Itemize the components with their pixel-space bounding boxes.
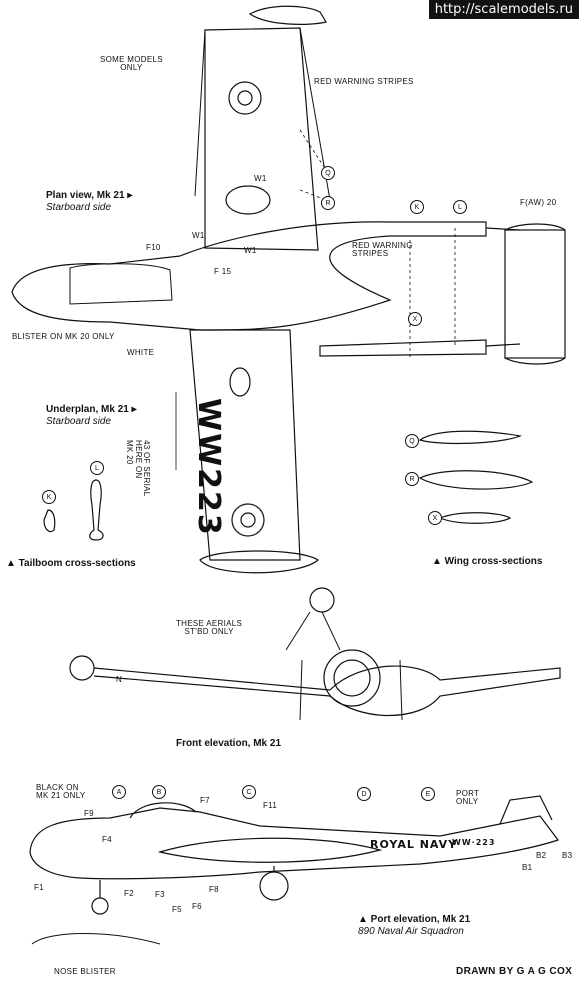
heading-front-elevation: Front elevation, Mk 21 bbox=[176, 738, 282, 749]
heading-tailboom-sections: ▲ Tailboom cross-sections bbox=[6, 558, 136, 569]
callout-l: L bbox=[453, 200, 467, 214]
tailplane bbox=[504, 229, 566, 359]
watermark: http://scalemodels.ru bbox=[428, 0, 579, 19]
label-f6: F6 bbox=[192, 902, 202, 911]
label-w1c: W1 bbox=[244, 246, 257, 255]
heading-plan-sub: Starboard side bbox=[46, 201, 112, 213]
wing-lower bbox=[189, 329, 301, 561]
callout-x: X bbox=[408, 312, 422, 326]
fuselage-plan bbox=[11, 221, 487, 331]
callout-d: D bbox=[357, 787, 371, 801]
port-tail-fin bbox=[499, 795, 553, 825]
callout-r-section: R bbox=[405, 472, 419, 486]
front-wing bbox=[93, 665, 561, 717]
side-serial-marking: WW·223 bbox=[452, 838, 496, 847]
callout-c: C bbox=[242, 785, 256, 799]
label-f11: F11 bbox=[263, 801, 278, 810]
front-intake bbox=[323, 649, 381, 707]
port-canopy bbox=[129, 802, 197, 819]
label-f1: F1 bbox=[34, 883, 44, 892]
heading-underplan-title: Underplan, Mk 21 ▸ bbox=[46, 404, 137, 415]
label-f10: F10 bbox=[146, 243, 161, 252]
wing-panel bbox=[225, 185, 271, 215]
label-serial-note: 43 OF SERIAL HERE ON MK 20 bbox=[125, 440, 151, 497]
callout-k-section: K bbox=[42, 490, 56, 504]
heading-port-title: ▲ Port elevation, Mk 21 bbox=[358, 914, 471, 925]
label-white: WHITE bbox=[127, 348, 155, 357]
heading-plan-view: Plan view, Mk 21 ▸ Starboard side bbox=[46, 190, 132, 213]
wing-section-q bbox=[418, 430, 523, 445]
heading-port-sub: 890 Naval Air Squadron bbox=[358, 925, 464, 937]
label-nose-blister: NOSE BLISTER bbox=[54, 967, 116, 976]
royal-navy-marking: ROYAL NAVY bbox=[370, 838, 458, 851]
callout-q-section: Q bbox=[405, 434, 419, 448]
label-f15: F 15 bbox=[214, 267, 232, 276]
wing-section-r bbox=[418, 470, 534, 490]
wingtip-tank-upper bbox=[248, 5, 327, 25]
callout-b: B bbox=[152, 785, 166, 799]
label-f4: F4 bbox=[102, 835, 112, 844]
label-f3: F3 bbox=[155, 890, 165, 899]
label-faw20: F(AW) 20 bbox=[520, 198, 557, 207]
label-f8: F8 bbox=[209, 885, 219, 894]
callout-q: Q bbox=[321, 166, 335, 180]
label-b3: B3 bbox=[562, 851, 573, 860]
label-port-only: PORT ONLY bbox=[456, 789, 480, 807]
port-wing bbox=[157, 837, 383, 863]
label-these-aerials: THESE AERIALS ST'BD ONLY bbox=[176, 619, 243, 637]
wing-upper bbox=[204, 27, 319, 251]
front-tiptank-right bbox=[309, 587, 335, 613]
drawing-credit: DRAWN BY G A G COX bbox=[456, 966, 573, 977]
label-w1b: W1 bbox=[192, 231, 205, 240]
callout-r: R bbox=[321, 196, 335, 210]
tailboom-section-l bbox=[89, 479, 104, 541]
label-red-warning-stripes-2: RED WARNING STRIPES bbox=[352, 241, 413, 259]
heading-port-elevation: ▲ Port elevation, Mk 21 890 Naval Air Sq… bbox=[358, 914, 470, 937]
nose-blister-outline bbox=[31, 933, 161, 945]
label-blister-mk20: BLISTER ON MK 20 ONLY bbox=[12, 332, 115, 341]
label-f5: F5 bbox=[172, 905, 182, 914]
underwing-serial: WW223 bbox=[191, 398, 226, 537]
label-n: N bbox=[116, 675, 123, 684]
heading-plan-title: Plan view, Mk 21 ▸ bbox=[46, 190, 133, 201]
heading-underplan: Underplan, Mk 21 ▸ Starboard side bbox=[46, 404, 137, 427]
label-f7: F7 bbox=[200, 796, 210, 805]
roundel-lower bbox=[231, 503, 265, 537]
front-tiptank-left bbox=[69, 655, 95, 681]
callout-a: A bbox=[112, 785, 126, 799]
port-fuselage bbox=[29, 807, 559, 880]
callout-k: K bbox=[410, 200, 424, 214]
wingtip-tank-lower bbox=[199, 550, 319, 574]
label-black-on-mk21: BLACK ON MK 21 ONLY bbox=[36, 783, 86, 801]
roundel-upper bbox=[228, 81, 262, 115]
label-b2: B2 bbox=[536, 851, 547, 860]
callout-l-section: L bbox=[90, 461, 104, 475]
tailboom-section-k bbox=[43, 509, 56, 533]
label-f9: F9 bbox=[84, 809, 94, 818]
label-some-models-only: SOME MODELS ONLY bbox=[100, 55, 163, 73]
label-red-warning-stripes: RED WARNING STRIPES bbox=[314, 77, 414, 86]
port-main-wheel bbox=[259, 871, 289, 901]
label-w1a: W1 bbox=[254, 174, 267, 183]
label-f2: F2 bbox=[124, 889, 134, 898]
label-b1: B1 bbox=[522, 863, 533, 872]
callout-x-section: X bbox=[428, 511, 442, 525]
wing-section-x bbox=[438, 512, 512, 524]
heading-wing-sections: ▲ Wing cross-sections bbox=[432, 556, 543, 567]
callout-e: E bbox=[421, 787, 435, 801]
tailboom-plan bbox=[319, 339, 487, 357]
heading-underplan-sub: Starboard side bbox=[46, 415, 112, 427]
